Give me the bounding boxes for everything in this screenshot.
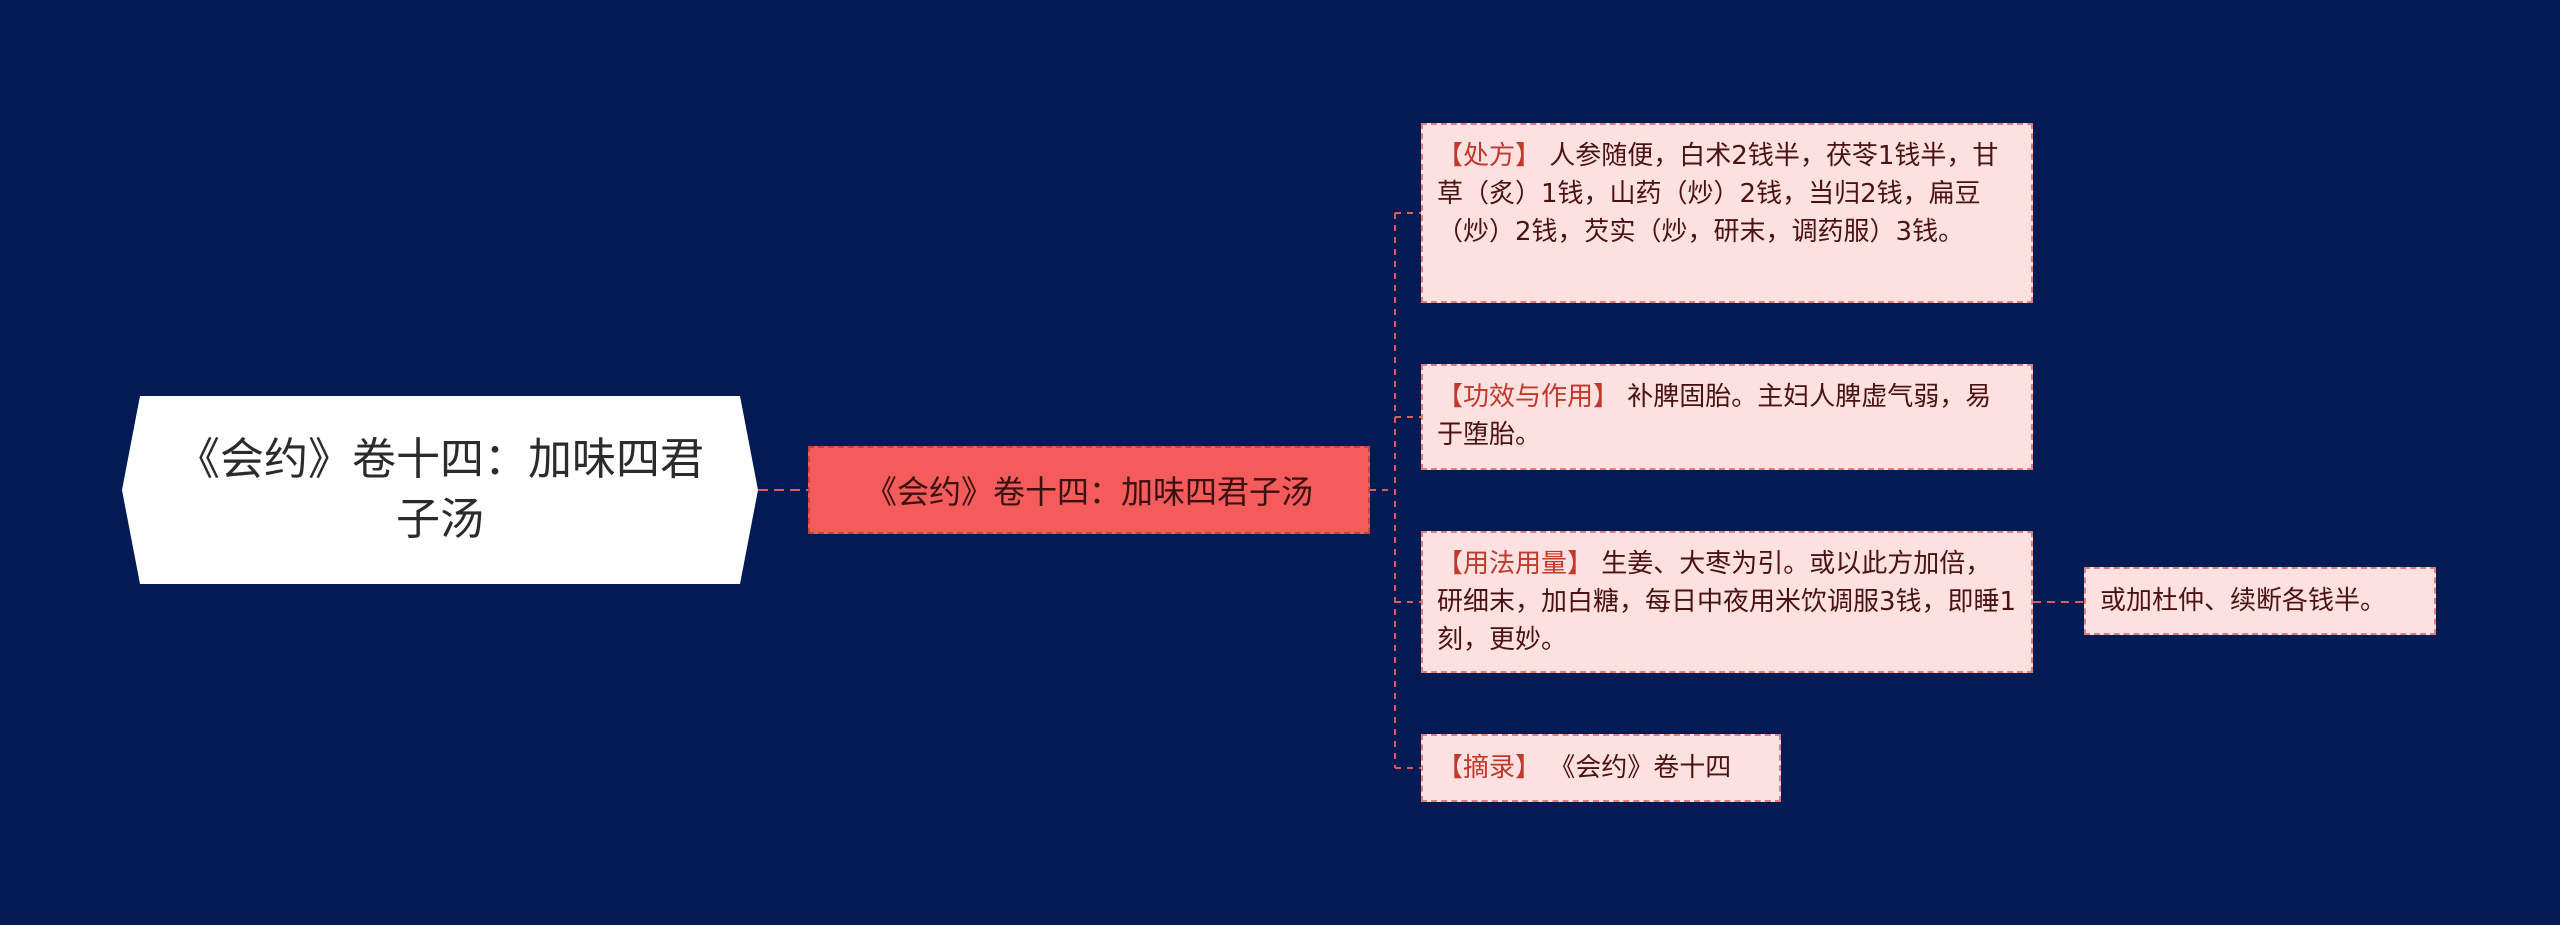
efficacy-text: 补脾固胎。主妇人脾虚气弱，易于堕胎。 <box>1437 382 1992 450</box>
prescription-text: 人参随便，白术2钱半，茯苓1钱半，甘草（炙）1钱，山药（炒）2钱，当归2钱，扁豆… <box>1437 141 1999 247</box>
leaf-efficacy[interactable]: 【功效与作用】 补脾固胎。主妇人脾虚气弱，易于堕胎。 <box>1421 364 2033 470</box>
leaf-prescription[interactable]: 【处方】 人参随便，白术2钱半，茯苓1钱半，甘草（炙）1钱，山药（炒）2钱，当归… <box>1421 123 2033 303</box>
root-title: 《会约》卷十四：加味四君子汤 <box>176 434 704 545</box>
root-node[interactable]: 《会约》卷十四：加味四君子汤 <box>122 396 758 584</box>
excerpt-tag: 【摘录】 <box>1437 753 1542 783</box>
usage-extra-text: 或加杜仲、续断各钱半。 <box>2100 586 2387 616</box>
usage-text: 生姜、大枣为引。或以此方加倍，研细末，加白糖，每日中夜用米饮调服3钱，即睡1刻，… <box>1437 549 2017 655</box>
leaf-usage-extra[interactable]: 或加杜仲、续断各钱半。 <box>2084 567 2436 635</box>
connector-subtopic-trunk <box>1370 213 1396 768</box>
efficacy-tag: 【功效与作用】 <box>1437 382 1620 412</box>
excerpt-text: 《会约》卷十四 <box>1541 753 1732 783</box>
subtopic-title: 《会约》卷十四：加味四君子汤 <box>864 473 1313 511</box>
subtopic-node[interactable]: 《会约》卷十四：加味四君子汤 <box>808 446 1370 534</box>
usage-tag: 【用法用量】 <box>1437 549 1594 579</box>
prescription-tag: 【处方】 <box>1437 141 1542 171</box>
leaf-usage[interactable]: 【用法用量】 生姜、大枣为引。或以此方加倍，研细末，加白糖，每日中夜用米饮调服3… <box>1421 531 2033 673</box>
leaf-excerpt[interactable]: 【摘录】 《会约》卷十四 <box>1421 734 1781 802</box>
